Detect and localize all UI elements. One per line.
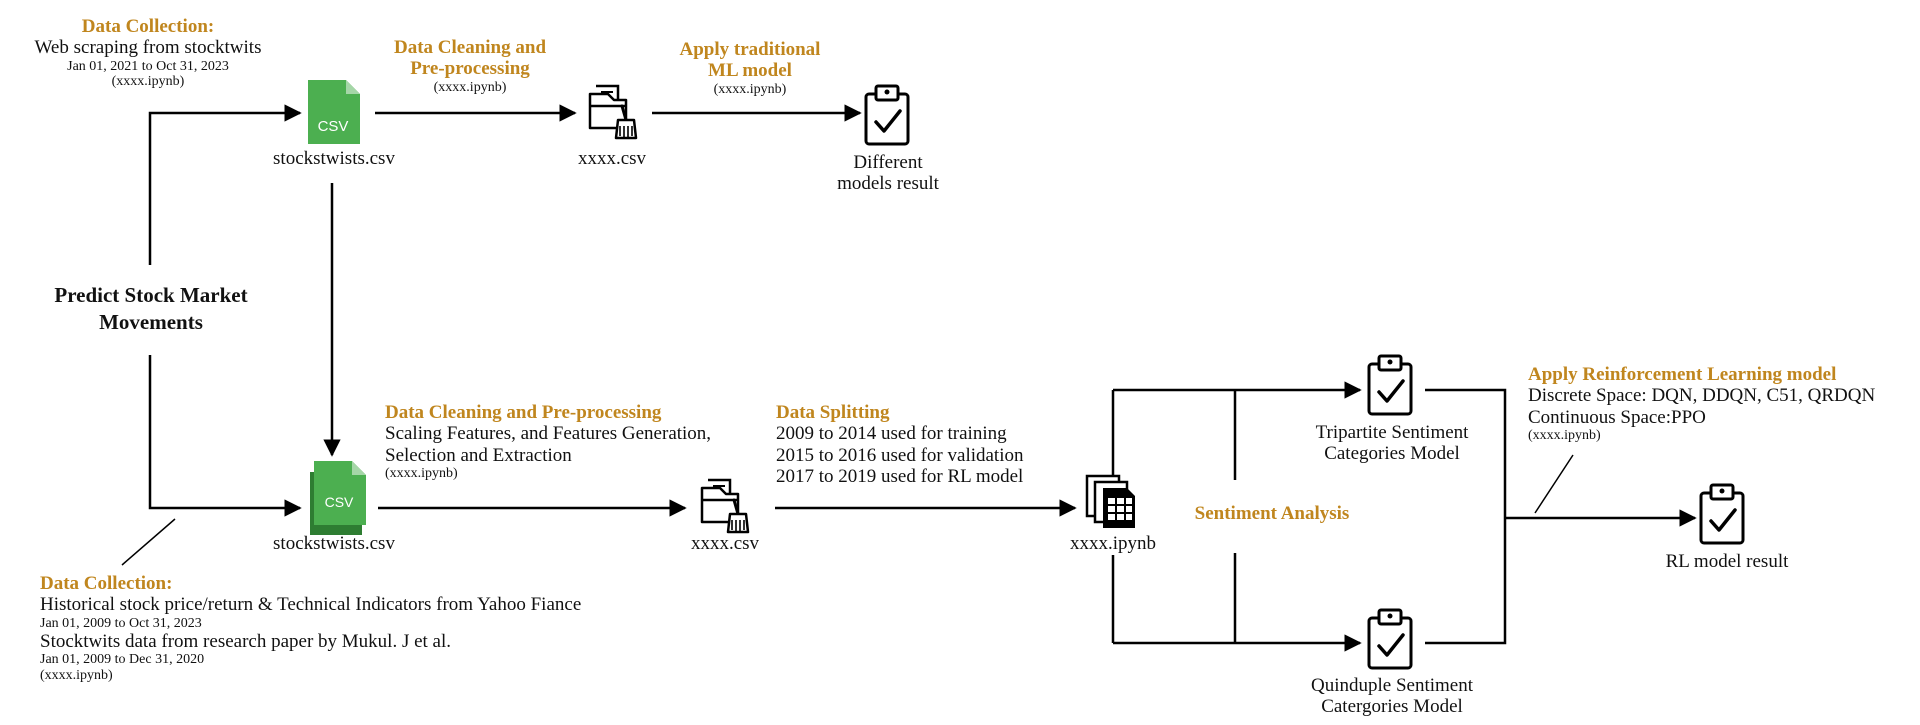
clipboard-check-icon: [1699, 483, 1745, 545]
tripartite-label-1: Tripartite Sentiment: [1315, 422, 1469, 443]
bottom-cleaning-line-2: Selection and Extraction: [385, 444, 572, 466]
diagram-title-block: Predict Stock Market Movements: [31, 282, 271, 336]
bottom-collection-dates-2: Jan 01, 2009 to Dec 31, 2020: [40, 652, 205, 668]
top-cleaning-notebook: (xxxx.ipynb): [433, 79, 507, 95]
bottom-cleaning-notebook: (xxxx.ipynb): [385, 465, 458, 481]
top-ml-block: Apply traditional ML model (xxxx.ipynb): [680, 39, 821, 97]
top-collection-text: Web scraping from stocktwits: [34, 37, 262, 59]
tripartite-label-2: Categories Model: [1324, 443, 1460, 465]
bottom-collection-line-1: Historical stock price/return & Technica…: [40, 594, 582, 616]
sentiment-heading: Sentiment Analysis: [1194, 503, 1350, 524]
pointer-bottom-collection: [121, 518, 176, 566]
tripartite-label: Tripartite Sentiment Categories Model: [1316, 422, 1469, 465]
arrow-title-to-top-csv: [148, 104, 302, 265]
csv-badge-label: CSV: [318, 118, 349, 135]
csv-file-icon: CSV: [308, 80, 360, 144]
rl-block: Apply Reinforcement Learning model Discr…: [1528, 364, 1875, 443]
top-result-label-2: models result: [837, 173, 939, 195]
bottom-cleaning-block: Data Cleaning and Pre-processing Scaling…: [385, 402, 711, 481]
top-result-label: Different models result: [837, 152, 939, 195]
top-cleaning-heading-1: Data Cleaning and: [393, 37, 547, 58]
top-cleaning-heading-2: Pre-processing: [410, 58, 530, 80]
top-clean-csv-name: xxxx.csv: [577, 148, 647, 169]
top-ml-heading-1: Apply traditional: [679, 39, 821, 60]
top-result-label-1: Different: [853, 152, 923, 173]
folder-cleaning-icon: [700, 478, 750, 534]
csv-stack-badge-label: CSV: [325, 494, 354, 510]
clipboard-check-icon: [1367, 354, 1413, 416]
rl-result-label: RL model result: [1665, 551, 1789, 572]
bottom-clean-csv-name: xxxx.csv: [690, 533, 760, 554]
top-collection-block: Data Collection: Web scraping from stock…: [35, 16, 262, 90]
quinduple-label-1: Quinduple Sentiment: [1310, 675, 1474, 696]
arrow-title-to-bottom-csv: [148, 355, 302, 517]
clipboard-check-icon: [864, 84, 910, 146]
splitting-heading: Data Splitting: [776, 402, 890, 423]
bottom-collection-block: Data Collection: Historical stock price/…: [40, 573, 581, 684]
folder-cleaning-icon: [588, 84, 638, 140]
notebook-label: xxxx.ipynb: [1069, 533, 1157, 554]
top-cleaning-block: Data Cleaning and Pre-processing (xxxx.i…: [394, 37, 546, 95]
rl-line-2: Continuous Space:PPO: [1528, 406, 1706, 428]
top-ml-notebook: (xxxx.ipynb): [713, 81, 787, 97]
rl-heading: Apply Reinforcement Learning model: [1528, 364, 1837, 385]
top-ml-heading-2: ML model: [708, 60, 792, 82]
rl-line-1: Discrete Space: DQN, DDQN, C51, QRDQN: [1528, 385, 1876, 407]
splitting-line-3: 2017 to 2019 used for RL model: [776, 465, 1024, 487]
splitting-block: Data Splitting 2009 to 2014 used for tra…: [776, 402, 1024, 487]
quinduple-label-2: Catergories Model: [1321, 696, 1463, 718]
top-collection-heading: Data Collection:: [81, 16, 215, 37]
splitting-line-2: 2015 to 2016 used for validation: [776, 444, 1024, 466]
bottom-collection-notebook: (xxxx.ipynb): [40, 668, 113, 684]
bottom-csv-name: stockstwists.csv: [273, 533, 395, 554]
top-csv-name: stockstwists.csv: [273, 148, 395, 169]
bottom-collection-line-2: Stocktwits data from research paper by M…: [40, 631, 452, 653]
top-collection-dates: Jan 01, 2021 to Oct 31, 2023: [67, 58, 229, 74]
quinduple-label: Quinduple Sentiment Catergories Model: [1311, 675, 1473, 718]
top-collection-notebook: (xxxx.ipynb): [111, 74, 185, 90]
rl-notebook: (xxxx.ipynb): [1528, 427, 1601, 443]
bottom-cleaning-heading: Data Cleaning and Pre-processing: [385, 402, 662, 423]
csv-file-stack-icon: CSV: [310, 461, 366, 535]
line-tripartite-out: [1425, 388, 1507, 645]
bottom-collection-heading: Data Collection:: [40, 573, 173, 594]
spreadsheet-documents-icon: [1085, 474, 1135, 528]
splitting-line-1: 2009 to 2014 used for training: [776, 423, 1007, 445]
bottom-cleaning-line-1: Scaling Features, and Features Generatio…: [385, 423, 712, 445]
bottom-collection-dates-1: Jan 01, 2009 to Oct 31, 2023: [40, 615, 202, 631]
diagram-title: Predict Stock Market Movements: [54, 283, 248, 334]
clipboard-check-icon: [1367, 608, 1413, 670]
connectors: [121, 104, 1697, 652]
pointer-rl-notebook: [1534, 454, 1574, 514]
